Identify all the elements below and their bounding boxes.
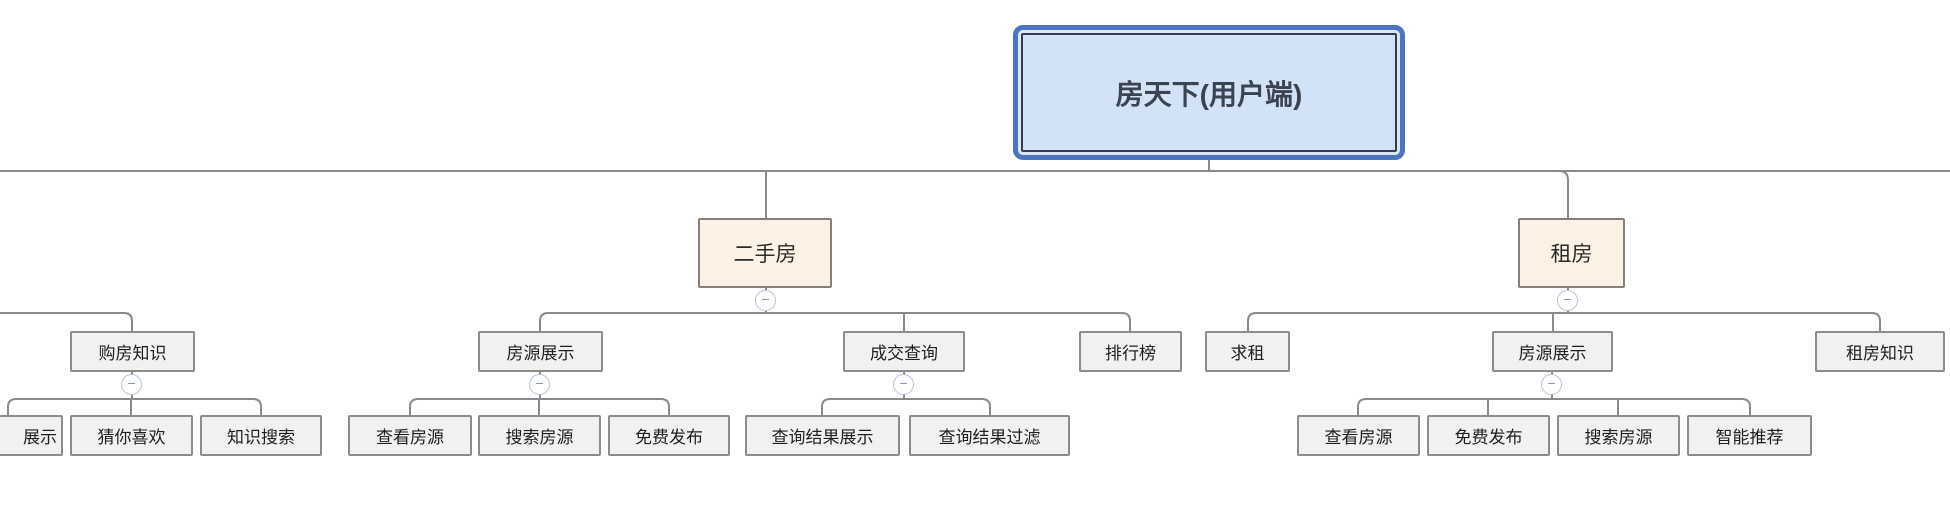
collapse-minus-icon-purchase-knowledge[interactable]: − xyxy=(121,374,142,395)
node-rent-house[interactable]: 租房 xyxy=(1518,218,1625,288)
node-knowledge-search[interactable]: 知识搜索 xyxy=(200,415,322,456)
node-rent-free-publish[interactable]: 免费发布 xyxy=(1427,415,1550,456)
node-deal-query[interactable]: 成交查询 xyxy=(843,331,965,372)
collapse-minus-icon-secondhand[interactable]: − xyxy=(755,290,776,311)
collapse-minus-icon-rent[interactable]: − xyxy=(1557,290,1578,311)
node-guess-you-like[interactable]: 猜你喜欢 xyxy=(70,415,193,456)
node-purchase-knowledge[interactable]: 购房知识 xyxy=(70,331,195,372)
node-root-label: 房天下(用户端) xyxy=(1021,33,1397,152)
node-seek-rent[interactable]: 求租 xyxy=(1205,331,1290,372)
node-rent-view-listing[interactable]: 查看房源 xyxy=(1297,415,1420,456)
collapse-minus-icon-secondhand-listing[interactable]: − xyxy=(529,374,550,395)
node-secondhand-listing[interactable]: 房源展示 xyxy=(478,331,603,372)
node-secondhand-house[interactable]: 二手房 xyxy=(698,218,832,288)
node-rent-listing[interactable]: 房源展示 xyxy=(1492,331,1613,372)
node-rent-search-listing[interactable]: 搜索房源 xyxy=(1557,415,1680,456)
node-rent-knowledge[interactable]: 租房知识 xyxy=(1815,331,1945,372)
node-ranking[interactable]: 排行榜 xyxy=(1079,331,1182,372)
node-smart-recommend[interactable]: 智能推荐 xyxy=(1687,415,1812,456)
node-secondhand-search-listing[interactable]: 搜索房源 xyxy=(478,415,601,456)
node-query-result-filter[interactable]: 查询结果过滤 xyxy=(909,415,1070,456)
node-secondhand-free-publish[interactable]: 免费发布 xyxy=(608,415,730,456)
collapse-minus-icon-rent-listing[interactable]: − xyxy=(1541,374,1562,395)
node-root[interactable]: 房天下(用户端) xyxy=(1013,25,1405,160)
collapse-minus-icon-deal-query[interactable]: − xyxy=(893,374,914,395)
node-display-partial[interactable]: 展示 xyxy=(0,415,63,456)
node-secondhand-view-listing[interactable]: 查看房源 xyxy=(348,415,472,456)
node-query-result-display[interactable]: 查询结果展示 xyxy=(745,415,900,456)
